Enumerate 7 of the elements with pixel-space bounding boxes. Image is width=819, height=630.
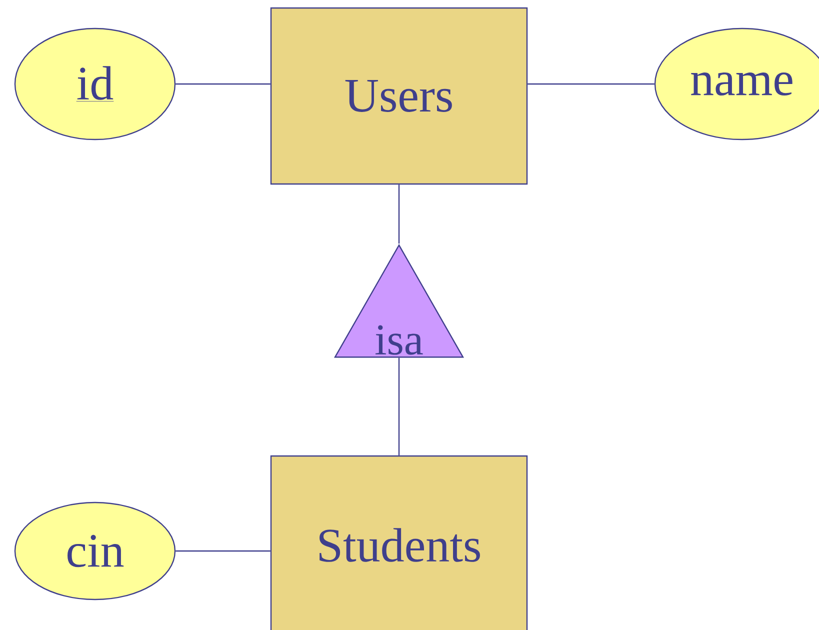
connector-line xyxy=(398,358,400,456)
connector-line xyxy=(398,184,400,244)
connector-line xyxy=(176,83,270,85)
entity-box: Students xyxy=(270,455,528,630)
connector-line xyxy=(528,83,654,85)
connector-line xyxy=(176,550,270,552)
entity-box: Users xyxy=(270,7,528,185)
